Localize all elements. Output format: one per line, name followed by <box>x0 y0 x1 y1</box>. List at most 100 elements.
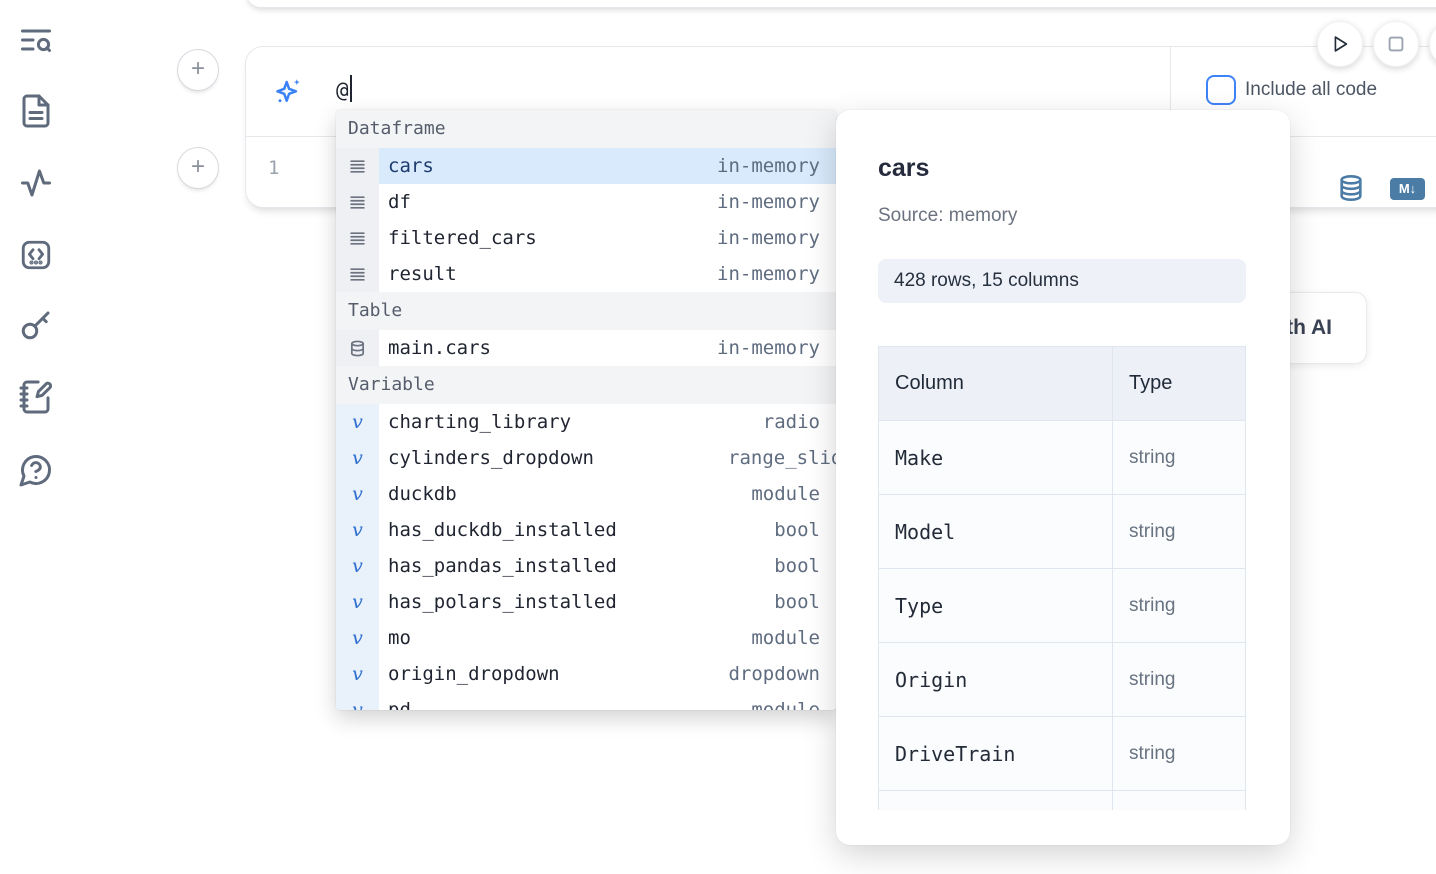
completion-item-duckdb[interactable]: v duckdb module <box>336 476 836 512</box>
item-icon-gutter: v <box>336 404 379 440</box>
section-header: Variable <box>336 366 836 404</box>
variable-icon: v <box>352 627 363 649</box>
add-cell-button-top[interactable]: + <box>177 49 219 91</box>
column-type: string <box>1129 446 1176 468</box>
markdown-export-icon[interactable]: M↓ <box>1390 178 1425 200</box>
variable-icon: v <box>352 519 363 541</box>
item-name: cylinders_dropdown <box>388 447 594 469</box>
dataframe-rows-icon <box>350 195 365 209</box>
variable-icon: v <box>352 555 363 577</box>
item-type: module <box>751 627 820 649</box>
column-type: string <box>1129 668 1176 690</box>
dataframe-rows-icon <box>350 267 365 281</box>
add-cell-button-bottom[interactable]: + <box>177 147 219 189</box>
item-name: has_duckdb_installed <box>388 519 617 541</box>
item-type: radio <box>762 411 820 433</box>
schema-row: Make string <box>878 420 1246 495</box>
column-name: Make <box>895 445 944 470</box>
variable-icon: v <box>352 591 363 613</box>
completion-item-cylinders_dropdown[interactable]: v cylinders_dropdown range_slider <box>336 440 836 476</box>
section-header: Table <box>336 292 836 330</box>
completion-item-result[interactable]: result in-memory <box>336 256 836 292</box>
preview-title: cars <box>878 154 930 182</box>
notebook-pen-icon[interactable] <box>18 379 54 415</box>
item-type: in-memory <box>717 227 820 249</box>
snippets-icon[interactable] <box>18 237 54 273</box>
column-name: Type <box>895 593 944 618</box>
item-name: cars <box>388 155 434 177</box>
dataframe-preview-popover: cars Source: memory 428 rows, 15 columns… <box>836 110 1290 845</box>
item-name: has_pandas_installed <box>388 555 617 577</box>
schema-row-partial <box>878 790 1246 810</box>
item-icon-gutter <box>336 256 379 292</box>
include-all-code-label: Include all code <box>1245 79 1378 100</box>
line-number: 1 <box>268 157 280 179</box>
file-text-icon[interactable] <box>18 93 54 129</box>
sidebar <box>0 0 72 874</box>
item-icon-gutter: v <box>336 548 379 584</box>
item-type: bool <box>774 591 820 613</box>
play-icon <box>1334 36 1348 52</box>
dataframe-rows-icon <box>350 231 365 245</box>
item-name: pd <box>388 699 411 710</box>
item-name: charting_library <box>388 411 572 433</box>
stop-icon <box>1388 36 1404 52</box>
item-name: duckdb <box>388 483 457 505</box>
run-cell-button[interactable] <box>1317 21 1363 67</box>
item-type: in-memory <box>717 263 820 285</box>
item-name: origin_dropdown <box>388 663 560 685</box>
text-search-icon[interactable] <box>18 22 54 58</box>
item-type: dropdown <box>728 663 820 685</box>
item-name: df <box>388 191 411 213</box>
item-type: bool <box>774 519 820 541</box>
schema-row: Type string <box>878 568 1246 643</box>
schema-row: Origin string <box>878 642 1246 717</box>
item-icon-gutter: v <box>336 692 379 710</box>
activity-icon[interactable] <box>18 165 54 201</box>
include-all-code-checkbox[interactable] <box>1206 75 1236 105</box>
schema-header-type: Type <box>1112 346 1246 421</box>
item-icon-gutter: v <box>336 476 379 512</box>
help-chat-icon[interactable] <box>18 452 54 488</box>
preview-shape-badge: 428 rows, 15 columns <box>878 259 1246 303</box>
column-name: Origin <box>895 667 968 692</box>
item-icon-gutter <box>336 148 379 184</box>
column-type: string <box>1129 594 1176 616</box>
completion-item-pd[interactable]: v pd module <box>336 692 836 710</box>
key-icon[interactable] <box>18 307 54 343</box>
item-type: module <box>751 483 820 505</box>
item-type: bool <box>774 555 820 577</box>
variable-icon: v <box>352 699 363 710</box>
stop-button[interactable] <box>1373 21 1419 67</box>
item-name: result <box>388 263 457 285</box>
completion-item-has_pandas_installed[interactable]: v has_pandas_installed bool <box>336 548 836 584</box>
database-icon[interactable] <box>1337 174 1365 202</box>
text-cursor <box>349 75 352 102</box>
item-icon-gutter <box>336 220 379 256</box>
item-type: range_slider <box>728 447 836 469</box>
variable-icon: v <box>352 483 363 505</box>
completion-item-has_duckdb_installed[interactable]: v has_duckdb_installed bool <box>336 512 836 548</box>
item-type: module <box>751 699 820 710</box>
item-icon-gutter <box>336 184 379 220</box>
completion-item-charting_library[interactable]: v charting_library radio <box>336 404 836 440</box>
divider <box>1170 47 1171 136</box>
ai-prompt-input[interactable]: @ <box>336 75 352 102</box>
preview-source: Source: memory <box>878 205 1018 226</box>
variable-icon: v <box>352 411 363 433</box>
dataframe-rows-icon <box>350 159 365 173</box>
variable-icon: v <box>352 447 363 469</box>
item-icon-gutter: v <box>336 440 379 476</box>
previous-cell-fragment <box>245 0 1436 8</box>
